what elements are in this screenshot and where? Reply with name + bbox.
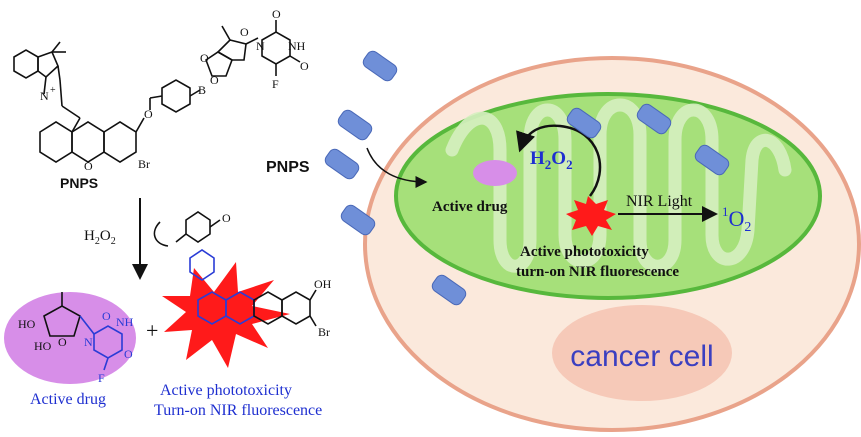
capsule <box>694 144 730 176</box>
nucleus <box>552 305 732 401</box>
singlet-oxygen-label: 1O2 <box>722 204 751 235</box>
atom-br2: Br <box>318 325 330 339</box>
xanthene-core <box>39 117 137 163</box>
atom-plus-sign: + <box>50 85 56 96</box>
atom-ho-2: HO <box>34 339 52 353</box>
product-fluorophore <box>162 249 317 368</box>
quinone-methide <box>153 211 221 247</box>
atom-o-uracil2a: O <box>102 309 111 323</box>
h2o2-curved-arrow <box>516 124 602 197</box>
active-drug-blob <box>473 160 517 186</box>
capsule <box>362 50 398 82</box>
capsule <box>337 109 373 141</box>
plus-sign: + <box>146 318 158 343</box>
atom-o-uracil1b: O <box>300 59 309 73</box>
pnps-entry-arrow <box>366 147 428 188</box>
active-phototoxicity-right: Active phototoxicity <box>520 244 649 260</box>
chemistry-labels: N + O O Br B O O O N NH O O F O PNPS H2O… <box>18 7 332 419</box>
capsule <box>324 148 360 180</box>
atom-nh-uracil1: NH <box>288 39 306 53</box>
benzyl-ether <box>135 79 201 133</box>
capsule <box>566 107 602 139</box>
atom-o-quinone: O <box>222 211 231 225</box>
product-drug-structure <box>4 292 136 384</box>
capsule <box>340 204 376 236</box>
atom-o-uracil2b: O <box>124 347 133 361</box>
cancer-cell-label: cancer cell <box>570 340 713 373</box>
atom-o-sugar: O <box>240 25 249 39</box>
turn-on-nir-left: Turn-on NIR fluorescence <box>154 402 322 419</box>
pnps-capsules <box>324 50 730 306</box>
h2o2-label-left: H2O2 <box>84 228 116 247</box>
atom-o-sugar2: O <box>58 335 67 349</box>
uracil-1 <box>261 20 301 76</box>
nir-light-label: NIR Light <box>626 193 693 210</box>
capsule <box>636 103 672 135</box>
cancer-cell-panel: cancer cell Active drug H2O2 NIR Light 1… <box>266 50 861 432</box>
atom-n-uracil1: N <box>256 39 265 53</box>
pnps-label-left: PNPS <box>60 175 98 191</box>
photosensitizer-burst <box>566 196 616 236</box>
atom-o-uracil1a: O <box>272 7 281 21</box>
atom-oh: OH <box>314 277 332 291</box>
mitochondrion <box>394 92 822 300</box>
atom-f-uracil1: F <box>272 77 279 91</box>
atom-nh-uracil2: NH <box>116 315 134 329</box>
h2o2-label-right: H2O2 <box>530 148 573 172</box>
boronate-sugar <box>205 25 259 77</box>
atom-ho-1: HO <box>18 317 36 331</box>
active-drug-label-left: Active drug <box>30 391 106 408</box>
turn-on-nir-right: turn-on NIR fluorescence <box>516 264 679 280</box>
atom-br: Br <box>138 157 150 171</box>
atom-o-ring: O <box>84 159 93 173</box>
atom-n-uracil2: N <box>84 335 93 349</box>
mitochondrion-cristae <box>445 98 792 273</box>
active-drug-label-right: Active drug <box>432 199 508 215</box>
active-phototoxicity-left: Active phototoxicity <box>160 382 292 399</box>
atom-n-plus: N <box>40 89 49 103</box>
indolium-group <box>13 41 81 119</box>
atom-f-uracil2: F <box>98 371 105 385</box>
capsule <box>431 274 467 306</box>
atom-o-b2: O <box>210 73 219 87</box>
atom-b: B <box>198 83 206 97</box>
atom-o-b1: O <box>200 51 209 65</box>
chemistry-panel <box>4 20 317 384</box>
pnps-label-right: PNPS <box>266 159 310 176</box>
atom-o-ether: O <box>144 107 153 121</box>
